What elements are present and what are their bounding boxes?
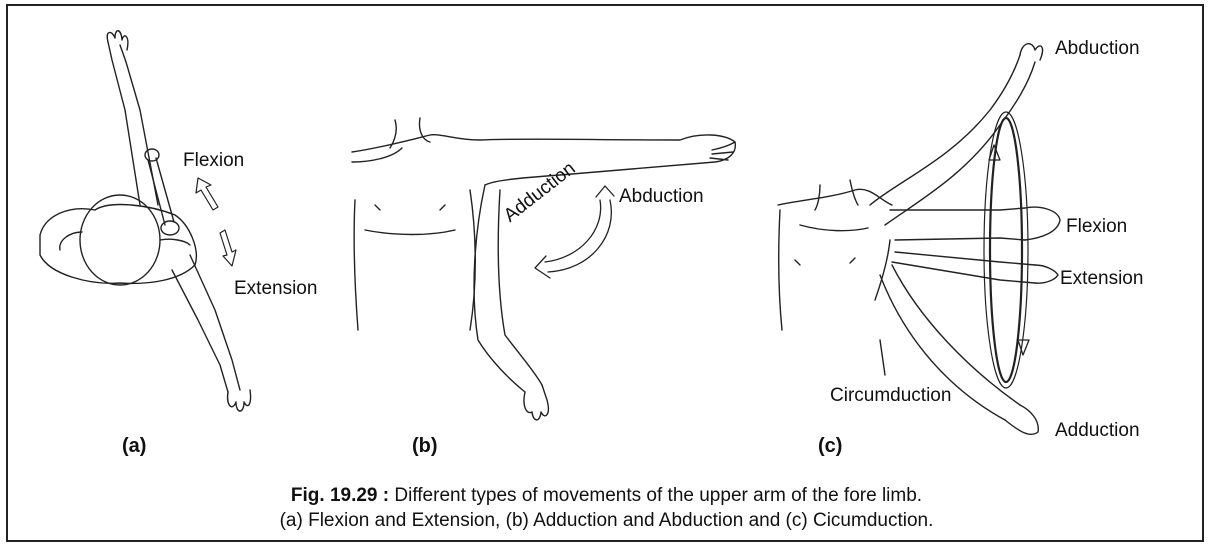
label-flexion-c: Flexion [1066, 216, 1127, 238]
figure-caption-line1: Fig. 19.29 : Different types of movement… [0, 485, 1213, 507]
caption-text-1: Different types of movements of the uppe… [389, 485, 922, 506]
panel-letter-a: (a) [122, 435, 146, 458]
label-flexion-a: Flexion [183, 150, 244, 172]
label-extension-c: Extension [1060, 268, 1143, 290]
label-abduction-b: Abduction [619, 186, 704, 208]
figure-number: Fig. 19.29 : [291, 485, 389, 506]
figure-caption-line2: (a) Flexion and Extension, (b) Adduction… [0, 510, 1213, 532]
panel-b-illustration [352, 118, 735, 420]
panel-c-illustration [778, 44, 1060, 435]
panel-letter-c: (c) [818, 435, 842, 458]
label-circumduction-c: Circumduction [830, 385, 951, 407]
label-adduction-c: Adduction [1055, 420, 1140, 442]
panel-letter-b: (b) [412, 435, 438, 458]
label-extension-a: Extension [234, 278, 317, 300]
panel-a-illustration [40, 31, 251, 411]
label-abduction-c: Abduction [1055, 38, 1140, 60]
